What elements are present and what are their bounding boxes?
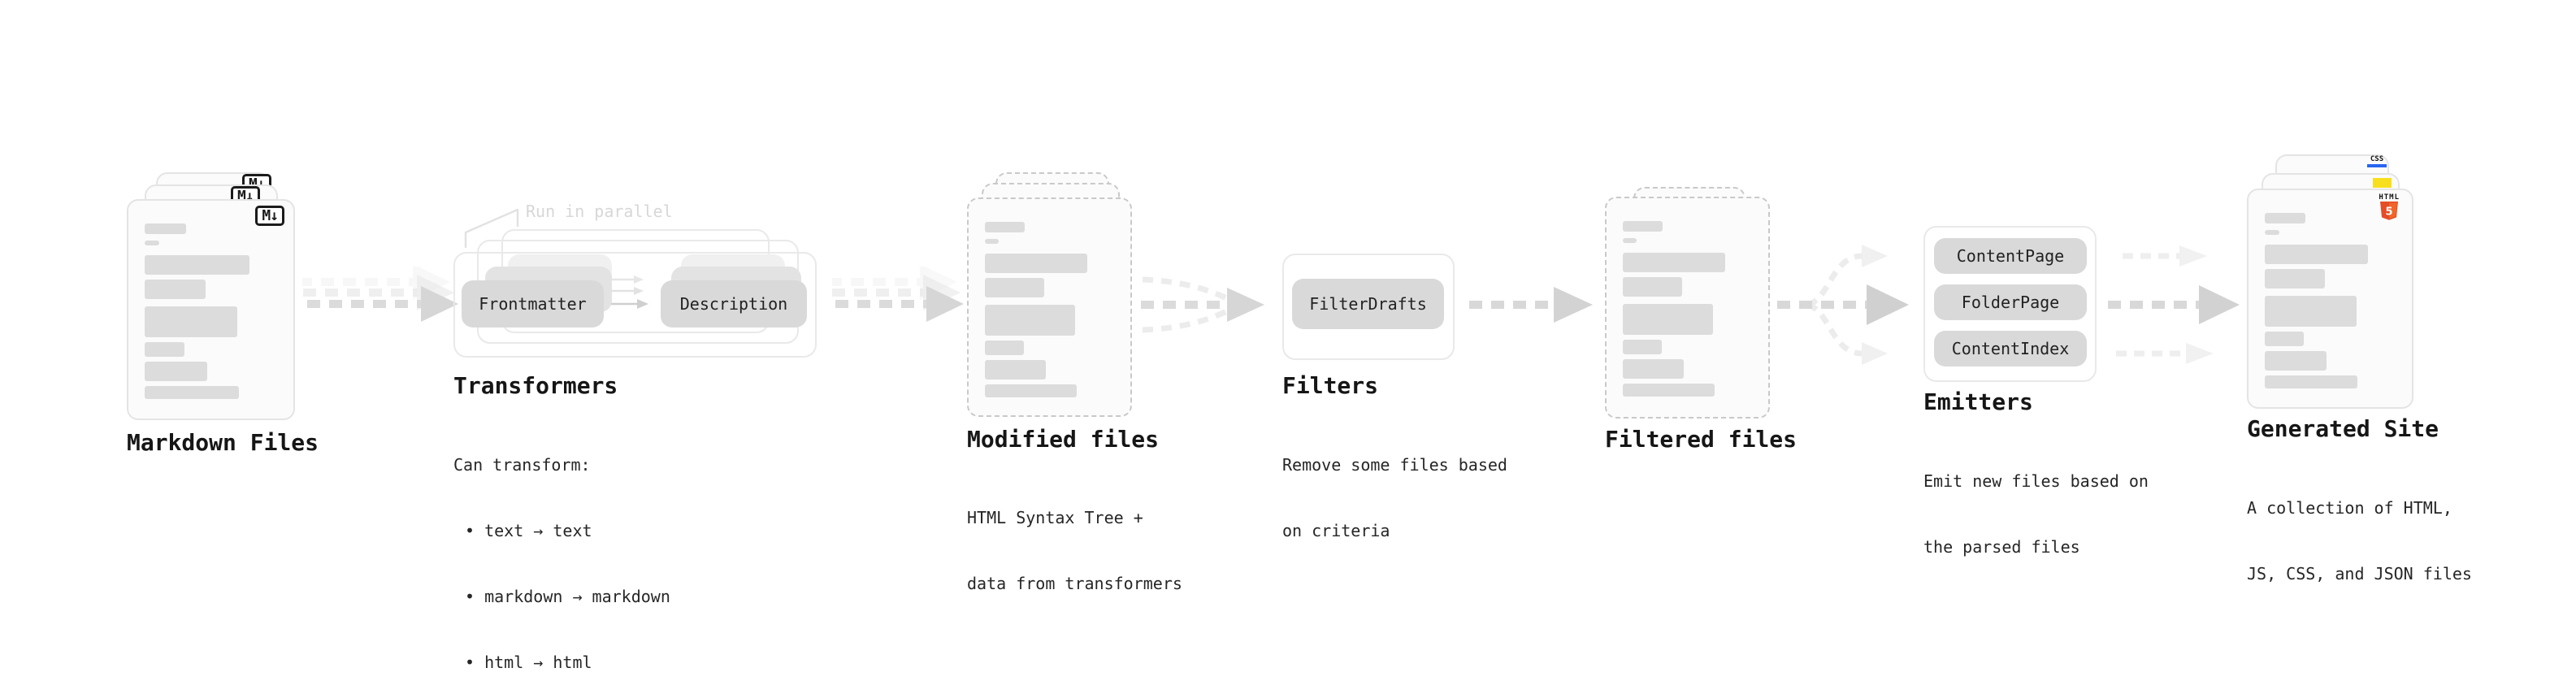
bullet-line: • markdown → markdown xyxy=(465,587,670,606)
skeleton-bar xyxy=(2265,296,2357,327)
svg-text:5: 5 xyxy=(2386,206,2393,219)
markdown-file-card-front: M↓ xyxy=(127,199,295,420)
filtered-file-card-front xyxy=(1605,197,1770,419)
stage-title-emitters: Emitters xyxy=(1923,388,2033,415)
run-in-parallel-annotation: Run in parallel xyxy=(526,202,673,221)
filters-box xyxy=(1282,254,1455,360)
stage-title-markdown-files: Markdown Files xyxy=(127,429,319,456)
html-file-card: HTML 5 xyxy=(2247,189,2413,409)
diverging-arrow-icon xyxy=(1777,245,1909,365)
desc-line: Remove some files based xyxy=(1282,455,1507,475)
skeleton-bar xyxy=(985,305,1076,336)
transformers-box-front xyxy=(453,252,817,358)
skeleton-bar xyxy=(2265,269,2326,288)
skeleton-bar xyxy=(145,280,206,299)
desc-line: Emit new files based on xyxy=(1923,471,2149,491)
skeleton-bar xyxy=(2265,332,2305,346)
desc-line: data from transformers xyxy=(967,574,1182,593)
stage-title-filters: Filters xyxy=(1282,372,1379,399)
generated-description: A collection of HTML, JS, CSS, and JSON … xyxy=(2247,453,2472,629)
skeleton-bar xyxy=(2265,230,2279,235)
emitters-box xyxy=(1923,226,2097,382)
converging-arrow-icon xyxy=(1141,276,1264,333)
skeleton-bar xyxy=(2265,351,2327,371)
skeleton-bar xyxy=(985,254,1087,273)
modified-file-card-front xyxy=(967,197,1132,417)
skeleton-bar xyxy=(985,360,1046,380)
pill-contentpage: ContentPage xyxy=(1934,238,2087,274)
filtered-files-stack xyxy=(1605,159,1776,427)
pill-description: Description xyxy=(661,280,807,327)
stage-title-generated-site: Generated Site xyxy=(2247,415,2439,442)
css-bar xyxy=(2367,164,2387,167)
pill-folderpage: FolderPage xyxy=(1934,284,2087,320)
skeleton-bar xyxy=(1623,340,1662,354)
bullet-line: • text → text xyxy=(465,521,592,540)
modified-files-stack xyxy=(967,154,1138,423)
html5-icon: HTML 5 xyxy=(2379,193,2400,221)
skeleton-bar xyxy=(1623,238,1637,243)
modified-description: HTML Syntax Tree + data from transformer… xyxy=(967,463,1182,639)
css-icon: CSS xyxy=(2367,156,2387,167)
skeleton-bar xyxy=(985,340,1024,355)
bullet-line: • html → html xyxy=(465,653,592,672)
markdown-files-stack: M↓ M↓ M↓ xyxy=(127,154,297,423)
skeleton-bar xyxy=(1623,384,1715,397)
html5-shield: 5 xyxy=(2380,202,2399,220)
filters-description: Remove some files based on criteria xyxy=(1282,410,1507,586)
skeleton-bar xyxy=(145,386,239,399)
file-skeleton xyxy=(985,222,1114,397)
markdown-badge-icon: M↓ xyxy=(255,206,284,226)
stage-title-transformers: Transformers xyxy=(453,372,618,399)
skeleton-bar xyxy=(1623,277,1683,297)
js-icon xyxy=(2373,178,2392,188)
file-skeleton xyxy=(1623,221,1752,397)
desc-line: JS, CSS, and JSON files xyxy=(2247,564,2472,583)
skeleton-bar xyxy=(1623,359,1684,379)
emitters-description: Emit new files based on the parsed files xyxy=(1923,427,2149,602)
skeleton-bar xyxy=(1623,253,1725,272)
skeleton-bar xyxy=(145,342,184,357)
generated-site-stack: CSS HTML 5 xyxy=(2247,153,2419,421)
desc-line: Can transform: xyxy=(453,455,591,475)
dashed-arrow-icon xyxy=(832,267,964,322)
file-skeleton xyxy=(145,223,277,399)
desc-line: the parsed files xyxy=(1923,537,2080,557)
skeleton-bar xyxy=(1623,304,1714,335)
skeleton-bar xyxy=(985,384,1077,397)
dashed-arrow-icon xyxy=(1469,287,1593,323)
desc-line: A collection of HTML, xyxy=(2247,498,2452,518)
dashed-arrow-icon xyxy=(302,267,458,322)
skeleton-bar xyxy=(145,362,207,381)
transformers-description: Can transform: • text → text • markdown … xyxy=(453,410,670,681)
skeleton-bar xyxy=(2265,375,2358,388)
pill-contentindex: ContentIndex xyxy=(1934,331,2087,367)
skeleton-bar xyxy=(145,255,249,275)
stage-title-modified-files: Modified files xyxy=(967,426,1160,453)
callout-line xyxy=(464,208,519,249)
html5-label: HTML xyxy=(2379,193,2400,202)
triple-arrow-icon xyxy=(2108,245,2240,364)
desc-line: on criteria xyxy=(1282,521,1390,540)
stage-title-filtered-files: Filtered files xyxy=(1605,426,1798,453)
skeleton-bar xyxy=(145,306,238,337)
skeleton-bar xyxy=(2265,245,2369,264)
skeleton-bar xyxy=(2265,213,2305,223)
parallel-arrows-icon xyxy=(611,275,648,309)
skeleton-bar xyxy=(985,239,1000,244)
skeleton-bar xyxy=(145,223,186,234)
file-skeleton xyxy=(2265,213,2396,388)
skeleton-bar xyxy=(145,241,159,245)
skeleton-bar xyxy=(985,278,1045,297)
skeleton-bar xyxy=(985,222,1026,232)
skeleton-bar xyxy=(1623,221,1663,232)
pill-filterdrafts: FilterDrafts xyxy=(1292,279,1444,329)
css-label: CSS xyxy=(2370,155,2384,163)
desc-line: HTML Syntax Tree + xyxy=(967,508,1143,527)
pill-frontmatter: Frontmatter xyxy=(462,280,604,327)
